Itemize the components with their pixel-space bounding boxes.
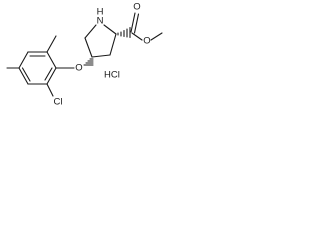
atom-label-chlorine: Cl [54, 97, 63, 108]
bond-n-c2 [103, 24, 117, 35]
atom-label-nh-h: H [97, 7, 104, 18]
bond-c-o-ester [131, 32, 143, 41]
bond-c2-c3 [109, 33, 117, 56]
bond-methyl-top [46, 35, 57, 53]
atom-label-carbonyl-oxygen: O [133, 2, 140, 13]
bond-c3-c4 [91, 54, 111, 58]
salt-label: HCl [104, 70, 120, 81]
methyl-ester-group [130, 12, 163, 41]
bond-c5-n [84, 24, 97, 39]
atom-label-ether-oxygen: O [75, 63, 82, 74]
atom-label-nitrogen: N [97, 16, 104, 27]
bond-carbonyl-double-b [133, 13, 140, 34]
atom-label-ester-oxygen: O [143, 36, 150, 47]
stereo-hash-bond-c2 [117, 26, 131, 39]
stereo-hash-bond-c4 [83, 58, 94, 66]
bond-aryl-chlorine [46, 83, 54, 97]
bond-o-methyl [150, 32, 163, 41]
bond-c4-c5 [84, 37, 93, 58]
benzene-ring [18, 51, 57, 85]
chemical-structure-diagram: H N O O O Cl HCl [6, 2, 163, 108]
pyrrolidine-ring [84, 24, 117, 58]
bond-carbonyl-double-a [130, 12, 136, 33]
